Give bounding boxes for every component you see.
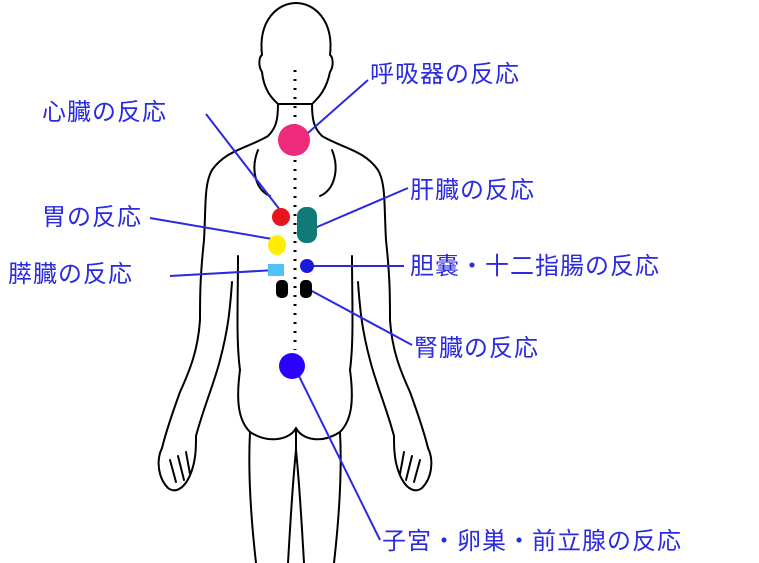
heart-spot — [272, 208, 290, 226]
stomach-spot — [268, 235, 286, 255]
label-stomach: 胃の反応 — [42, 203, 142, 231]
organ-spots — [268, 124, 317, 379]
label-heart: 心臓の反応 — [42, 98, 167, 126]
leader-heart — [206, 114, 280, 210]
liver-spot — [297, 207, 317, 243]
leader-pancreas — [170, 270, 276, 276]
uterus-spot — [279, 353, 305, 379]
label-kidney: 腎臓の反応 — [414, 334, 539, 362]
label-uterus: 子宮・卵巣・前立腺の反応 — [382, 527, 682, 555]
label-gallbladder: 胆嚢・十二指腸の反応 — [410, 252, 660, 280]
label-pancreas: 膵臓の反応 — [8, 260, 133, 288]
kidney-spot-left — [276, 280, 288, 298]
gallbladder-spot — [300, 259, 314, 273]
respiratory-spot — [278, 124, 310, 156]
label-liver: 肝臓の反応 — [410, 176, 535, 204]
pancreas-spot — [268, 264, 284, 276]
label-respiratory: 呼吸器の反応 — [370, 60, 520, 88]
kidney-spot-right — [300, 280, 312, 298]
leader-respiratory — [300, 80, 368, 140]
leader-kidney — [310, 290, 412, 345]
leader-stomach — [150, 218, 278, 240]
